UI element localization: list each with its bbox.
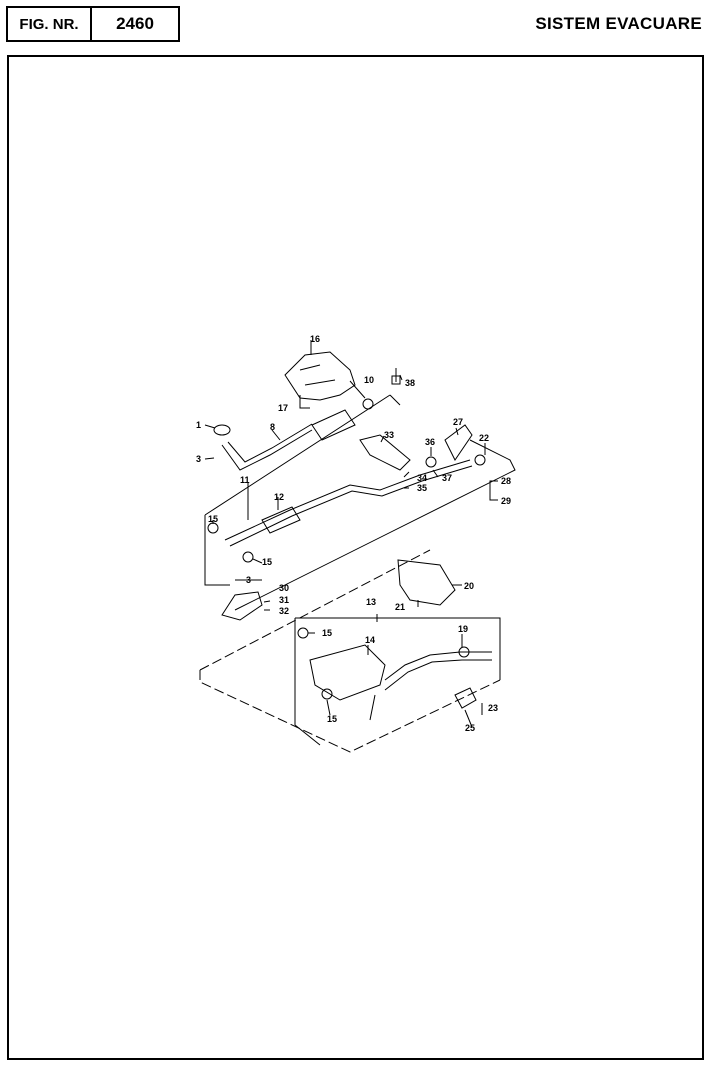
bracket-27 — [444, 424, 473, 461]
callout-37: 37 — [442, 473, 452, 483]
tail-pipe — [369, 651, 492, 721]
callout-21: 21 — [395, 602, 405, 612]
flange-1 — [213, 424, 231, 436]
callout-15c: 15 — [322, 628, 332, 638]
callout-29: 29 — [501, 496, 511, 506]
catalytic-converter — [311, 409, 356, 441]
callout-3a: 3 — [196, 454, 201, 464]
callout-34: 34 — [417, 473, 427, 483]
callout-20: 20 — [464, 581, 474, 591]
clamp-36 — [425, 456, 437, 468]
callout-27: 27 — [453, 417, 463, 427]
figure-number-box: FIG. NR. 2460 — [6, 6, 180, 42]
callout-1: 1 — [196, 420, 201, 430]
callout-35: 35 — [417, 483, 427, 493]
callout-23: 23 — [488, 703, 498, 713]
callout-14: 14 — [365, 635, 375, 645]
callout-33: 33 — [384, 430, 394, 440]
callout-15b: 15 — [262, 557, 272, 567]
section-title: SISTEM EVACUARE — [535, 14, 702, 33]
callout-28: 28 — [501, 476, 511, 486]
hanger-22 — [474, 454, 486, 466]
rubber-hanger-15b — [242, 551, 254, 563]
gasket-10 — [362, 398, 374, 410]
rubber-hanger-19 — [458, 646, 470, 658]
callout-36: 36 — [425, 437, 435, 447]
callout-16: 16 — [310, 334, 320, 344]
rear-muffler-box — [294, 617, 501, 746]
callout-38: 38 — [405, 378, 415, 388]
callout-32: 32 — [279, 606, 289, 616]
rubber-hanger-15a — [207, 522, 219, 534]
callout-3b: 3 — [246, 575, 251, 585]
callout-17: 17 — [278, 403, 288, 413]
callout-15d: 15 — [327, 714, 337, 724]
callout-25: 25 — [465, 723, 475, 733]
tail-trim-23 — [454, 687, 477, 709]
callout-15a: 15 — [208, 514, 218, 524]
callout-8: 8 — [270, 422, 275, 432]
figure-number: 2460 — [116, 14, 154, 33]
callout-12: 12 — [274, 492, 284, 502]
callout-19: 19 — [458, 624, 468, 634]
callout-31: 31 — [279, 595, 289, 605]
callout-11: 11 — [240, 475, 250, 485]
lower-group-boundary — [199, 549, 501, 753]
heat-shield-30 — [221, 591, 263, 621]
heat-shield-33 — [359, 434, 411, 471]
callout-22: 22 — [479, 433, 489, 443]
middle-muffler — [261, 506, 301, 534]
rubber-hanger-15c — [297, 627, 309, 639]
front-pipe — [221, 423, 313, 471]
callout-13: 13 — [366, 597, 376, 607]
leader-lines — [204, 340, 498, 728]
figure-label: FIG. NR. — [8, 8, 92, 40]
rubber-hanger-15d — [321, 688, 333, 700]
heat-shield-20 — [397, 559, 456, 606]
callout-30: 30 — [279, 583, 289, 593]
upper-group-boundary — [204, 394, 516, 611]
oxygen-sensor-38 — [391, 368, 401, 385]
callout-10: 10 — [364, 375, 374, 385]
rear-muffler — [309, 644, 386, 701]
intermediate-pipe — [224, 459, 473, 547]
upper-heat-shield — [284, 351, 356, 401]
diagram-frame — [7, 55, 704, 1060]
